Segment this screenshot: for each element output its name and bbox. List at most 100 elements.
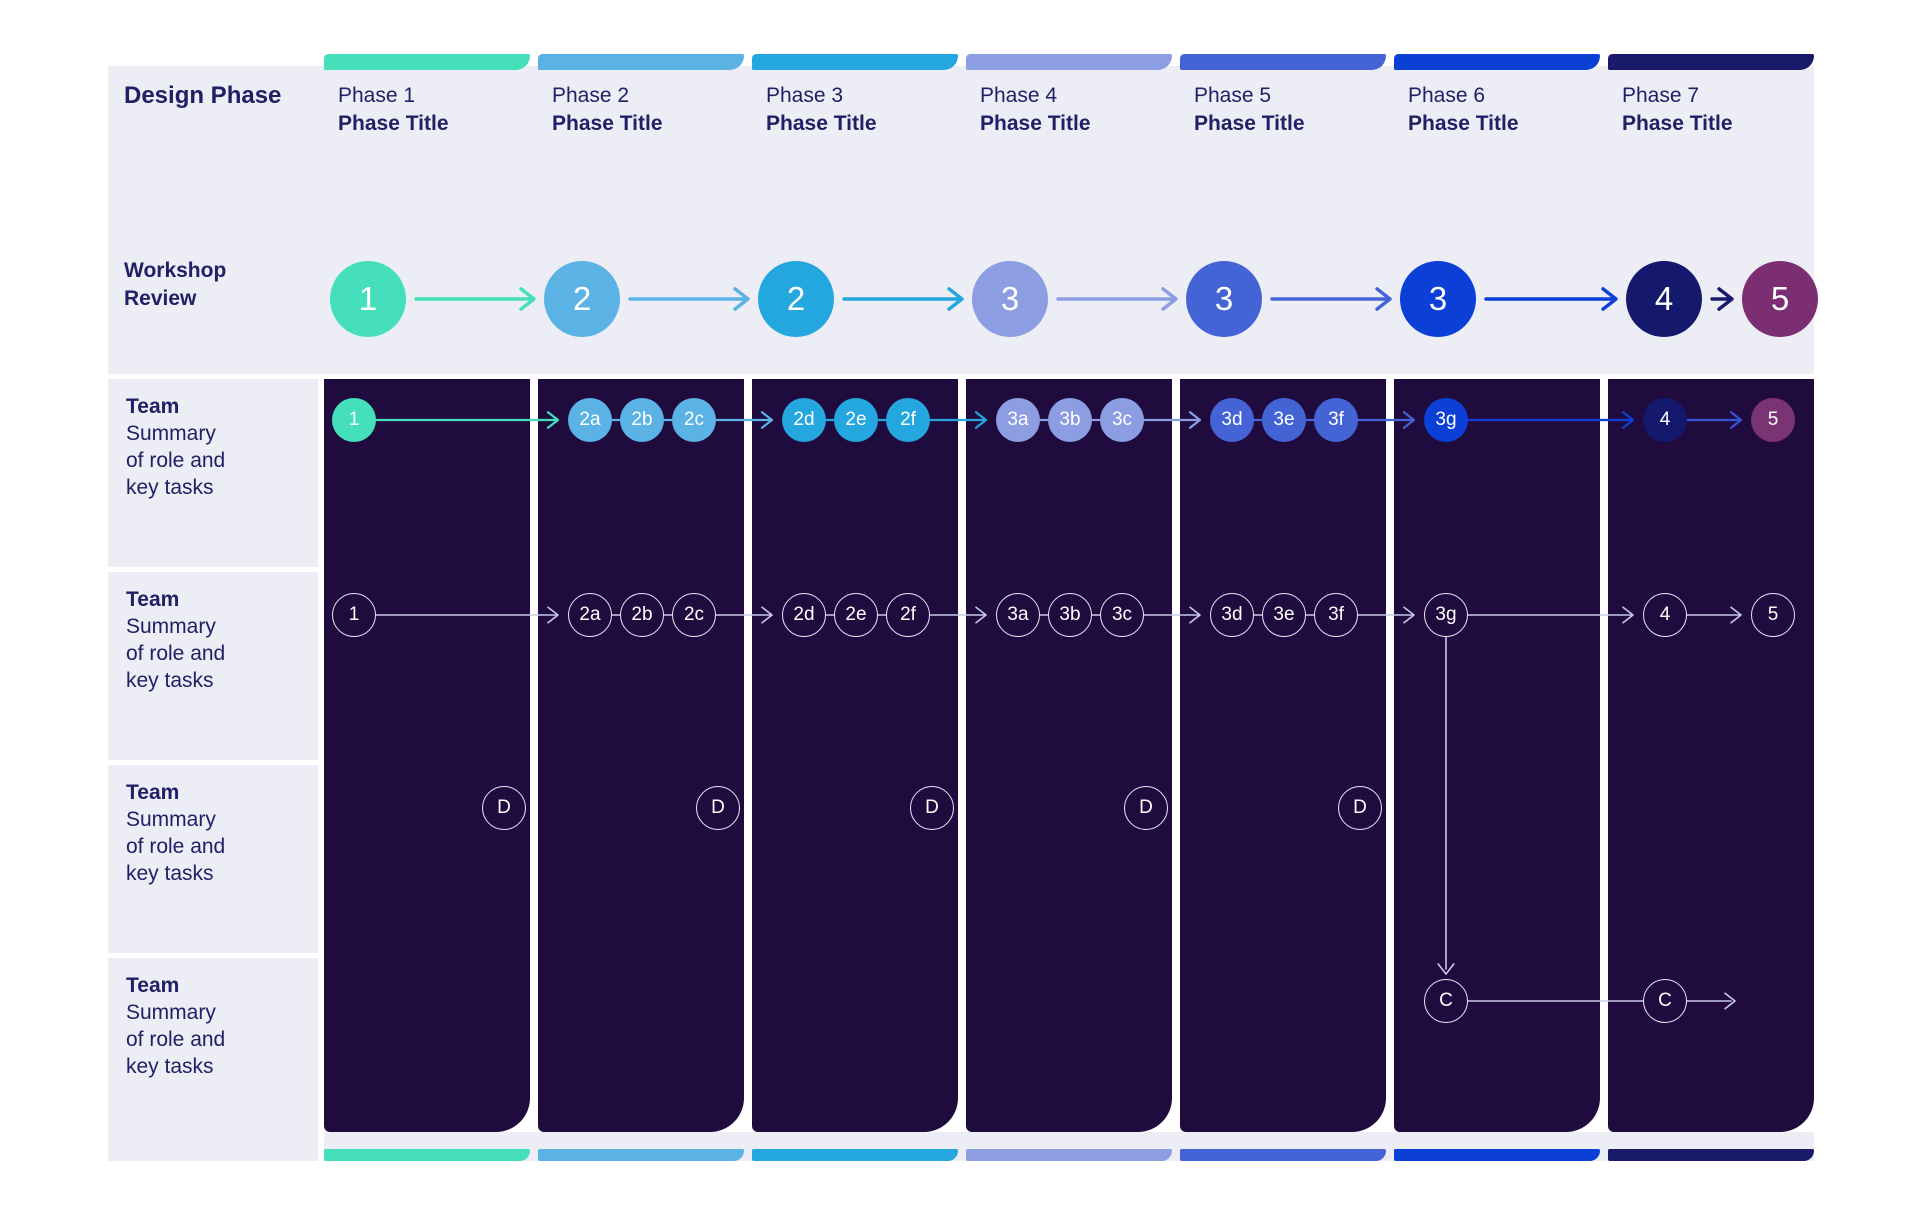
deliverable-circle-phase-2: D [696,786,740,830]
workshop-circle-3: 2 [758,261,834,337]
team-label-block-1 [108,379,318,567]
task-circle-filled-2c: 2c [672,398,716,442]
task-circle-outline-5: 5 [1751,593,1795,637]
task-circle-filled-5: 5 [1751,398,1795,442]
task-circle-outline-2d: 2d [782,593,826,637]
top-bar-phase-2 [538,54,744,70]
phase-title: Phase Title [1408,112,1519,135]
phase-header-2: Phase 2 Phase Title [552,82,663,138]
phase-title: Phase Title [552,112,663,135]
team-label-block-4 [108,958,318,1161]
task-circle-filled-2e: 2e [834,398,878,442]
task-circle-filled-2b: 2b [620,398,664,442]
phase-title: Phase Title [980,112,1091,135]
team-label-block-3 [108,765,318,953]
top-bar-phase-4 [966,54,1172,70]
phase-name: Phase 5 [1194,84,1272,107]
task-circle-outline-3d: 3d [1210,593,1254,637]
workshop-circle-6: 3 [1400,261,1476,337]
team-label-line: of role and [126,835,226,858]
deliverable-circle-phase-4: D [1124,786,1168,830]
workshop-circle-1: 1 [330,261,406,337]
task-circle-filled-3c: 3c [1100,398,1144,442]
phase-name: Phase 6 [1408,84,1486,107]
team-label-line: of role and [126,642,226,665]
bottom-bar-phase-3 [752,1149,958,1161]
phase-title: Phase Title [1194,112,1305,135]
team-label-line: key tasks [126,669,214,692]
team-label-line: Summary [126,1001,216,1024]
task-circle-filled-3a: 3a [996,398,1040,442]
bottom-bar-phase-5 [1180,1149,1386,1161]
deliverable-circle-phase-5: D [1338,786,1382,830]
phase-title: Phase Title [766,112,877,135]
deliverable-circle-phase-1: D [482,786,526,830]
top-bar-phase-1 [324,54,530,70]
task-circle-outline-2b: 2b [620,593,664,637]
team-label-line: key tasks [126,1055,214,1078]
team-label-title: Team [126,588,180,611]
design-panel-phase-2 [538,379,744,1132]
workshop-review-label: Workshop Review [124,257,226,313]
top-bar-phase-6 [1394,54,1600,70]
task-circle-outline-2f: 2f [886,593,930,637]
team-label-line: Summary [126,422,216,445]
team-label-line: of role and [126,449,226,472]
team-label-title: Team [126,781,180,804]
task-circle-outline-3e: 3e [1262,593,1306,637]
task-circle-outline-3g: 3g [1424,593,1468,637]
workshop-circle-8: 5 [1742,261,1818,337]
bottom-bar-phase-1 [324,1149,530,1161]
workshop-review-label-line1: Workshop [124,259,227,282]
phase-header-6: Phase 6 Phase Title [1408,82,1519,138]
design-panel-phase-4 [966,379,1172,1132]
task-circle-filled-2f: 2f [886,398,930,442]
phase-name: Phase 7 [1622,84,1700,107]
task-circle-filled-3g: 3g [1424,398,1468,442]
workshop-review-label-line2: Review [124,287,197,310]
team-label-line: Summary [126,808,216,831]
team-label-line: key tasks [126,476,214,499]
design-panel-phase-3 [752,379,958,1132]
design-panel-phase-7 [1608,379,1814,1132]
phase-header-4: Phase 4 Phase Title [980,82,1091,138]
design-panel-phase-1 [324,379,530,1132]
workshop-circle-2: 2 [544,261,620,337]
bottom-bar-phase-7 [1608,1149,1814,1161]
task-circle-outline-2c: 2c [672,593,716,637]
phase-name: Phase 4 [980,84,1058,107]
bottom-bar-phase-2 [538,1149,744,1161]
phase-header-5: Phase 5 Phase Title [1194,82,1305,138]
task-circle-outline-3f: 3f [1314,593,1358,637]
task-circle-outline-2e: 2e [834,593,878,637]
task-circle-outline-4: 4 [1643,593,1687,637]
phase-header-7: Phase 7 Phase Title [1622,82,1733,138]
task-circle-filled-1: 1 [332,398,376,442]
task-circle-filled-2d: 2d [782,398,826,442]
workshop-circle-5: 3 [1186,261,1262,337]
task-circle-filled-3b: 3b [1048,398,1092,442]
phase-header-3: Phase 3 Phase Title [766,82,877,138]
task-circle-filled-3d: 3d [1210,398,1254,442]
task-circle-outline-2a: 2a [568,593,612,637]
task-circle-outline-3c: 3c [1100,593,1144,637]
handoff-circle-2: C [1643,979,1687,1023]
task-circle-outline-1: 1 [332,593,376,637]
team-label-block-2 [108,572,318,760]
phase-title: Phase Title [1622,112,1733,135]
task-circle-filled-3e: 3e [1262,398,1306,442]
phase-name: Phase 2 [552,84,630,107]
top-bar-phase-7 [1608,54,1814,70]
phase-name: Phase 3 [766,84,844,107]
deliverable-circle-phase-3: D [910,786,954,830]
workshop-circle-7: 4 [1626,261,1702,337]
bottom-bar-phase-6 [1394,1149,1600,1161]
task-circle-filled-2a: 2a [568,398,612,442]
team-label-line: of role and [126,1028,226,1051]
task-circle-outline-3b: 3b [1048,593,1092,637]
